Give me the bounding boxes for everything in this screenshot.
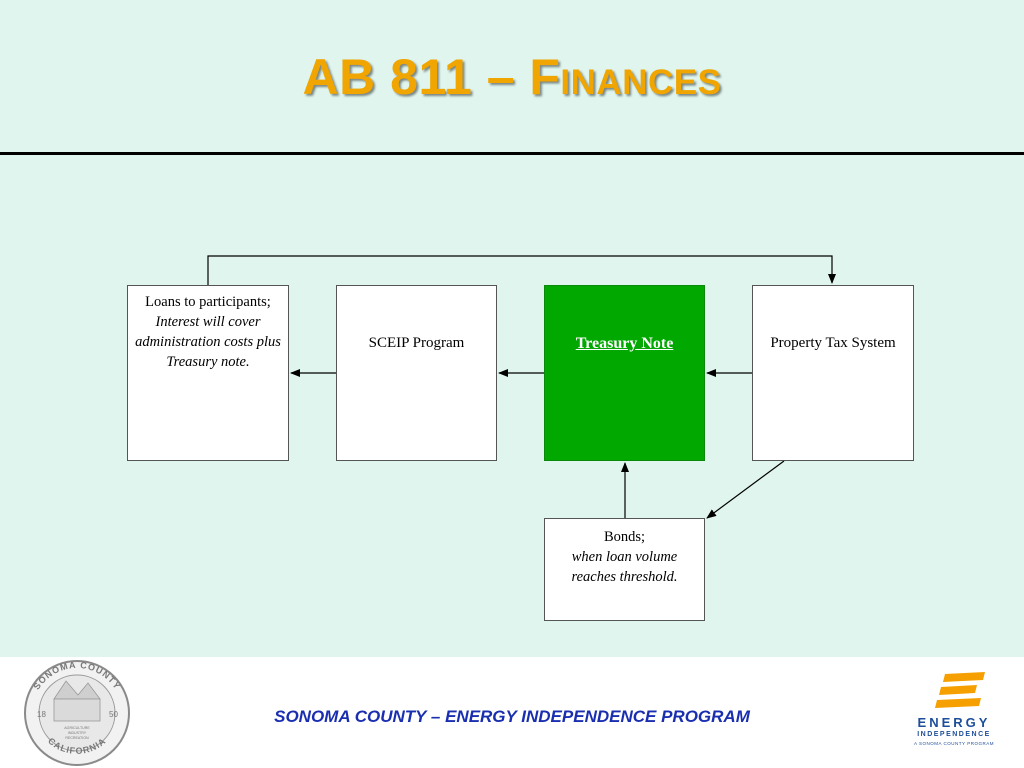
logo-word-energy: ENERGY [917, 715, 991, 730]
treasury-note-link[interactable]: Treasury Note [575, 335, 674, 352]
title-divider [0, 152, 1024, 155]
treasury-note-box: Treasury Note [544, 285, 705, 461]
sonoma-county-seal-icon: SONOMA COUNTY CALIFORNIA 18 50 AGRICULTU… [24, 660, 130, 766]
bonds-label: Bonds; [603, 529, 646, 545]
seal-motto-3: RECREATION [65, 736, 89, 740]
seal-motto-1: AGRICULTURE [64, 726, 90, 730]
arrow-property-to-bonds [706, 460, 785, 519]
footer-program-name: SONOMA COUNTY – ENERGY INDEPENDENCE PROG… [274, 707, 750, 726]
bonds-box: Bonds; when loan volume reaches threshol… [544, 518, 705, 621]
property-tax-box: Property Tax System [752, 285, 914, 461]
footer-band [0, 657, 1024, 768]
loans-label: Loans to participants; [145, 294, 271, 310]
seal-year-right: 50 [109, 710, 118, 719]
seal-year-left: 18 [37, 710, 46, 719]
loans-box: Loans to participants; Interest will cov… [127, 285, 289, 461]
sceip-label: SCEIP Program [368, 335, 465, 351]
property-tax-label: Property Tax System [770, 335, 896, 351]
energy-independence-logo-icon [935, 672, 985, 708]
bonds-note: when loan volume reaches threshold. [571, 549, 678, 585]
logo-word-independence: INDEPENDENCE [917, 731, 991, 738]
loop-arrow-loans-to-property [207, 255, 836, 285]
loans-note: Interest will cover administration costs… [135, 314, 281, 370]
seal-motto-2: INDUSTRY [68, 731, 87, 735]
logo-tagline: A SONOMA COUNTY PROGRAM [914, 741, 994, 746]
slide-title: AB 811 – Finances [302, 49, 722, 105]
sceip-box: SCEIP Program [336, 285, 497, 461]
